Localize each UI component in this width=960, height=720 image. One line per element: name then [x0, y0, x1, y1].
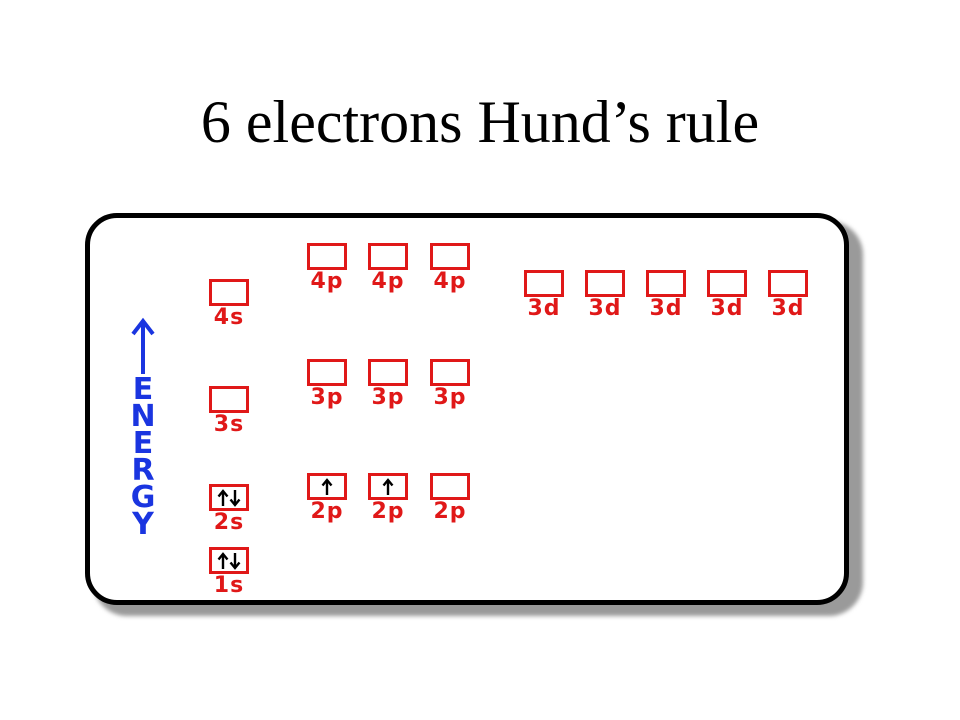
orbital-label: 4p — [371, 269, 405, 294]
energy-arrow-icon — [131, 317, 155, 374]
orbital-label: 4p — [310, 269, 344, 294]
orbital-box — [430, 473, 470, 500]
orbital-label: 3p — [433, 385, 467, 410]
orbital-label: 1s — [213, 573, 245, 598]
orbital-box — [209, 547, 249, 574]
orbital-box — [209, 386, 249, 413]
orbital-3d: 3d — [581, 270, 629, 320]
orbital-label: 4s — [213, 305, 245, 330]
orbital-label: 3p — [371, 385, 405, 410]
energy-axis: E N E R G Y — [128, 316, 158, 566]
energy-letter: Y — [132, 507, 154, 542]
orbital-box — [585, 270, 625, 297]
orbital-label: 3p — [310, 385, 344, 410]
orbital-2p: 2p — [364, 473, 412, 523]
energy-letter: E — [132, 426, 154, 461]
orbital-box — [646, 270, 686, 297]
orbital-box — [307, 473, 347, 500]
arrow-up-icon — [382, 477, 394, 495]
orbital-3d: 3d — [642, 270, 690, 320]
orbital-box — [307, 243, 347, 270]
orbital-4p: 4p — [364, 243, 412, 293]
orbital-1s: 1s — [205, 547, 253, 597]
arrow-up-icon — [217, 551, 229, 569]
orbital-3p: 3p — [303, 359, 351, 409]
orbital-label: 2s — [213, 510, 245, 535]
orbital-4s: 4s — [205, 279, 253, 329]
orbital-label: 4p — [433, 269, 467, 294]
orbital-box — [209, 484, 249, 511]
energy-letter: N — [130, 399, 156, 434]
orbital-label: 3d — [710, 296, 744, 321]
orbital-box — [768, 270, 808, 297]
arrow-down-icon — [229, 489, 241, 507]
orbital-3d: 3d — [764, 270, 812, 320]
energy-letter: G — [130, 480, 156, 515]
orbital-label: 3s — [213, 412, 245, 437]
orbital-3d: 3d — [703, 270, 751, 320]
orbital-box — [368, 473, 408, 500]
orbital-label: 3d — [649, 296, 683, 321]
orbital-label: 3d — [771, 296, 805, 321]
orbital-box — [368, 243, 408, 270]
energy-letter: R — [131, 453, 155, 488]
orbital-2p: 2p — [426, 473, 474, 523]
orbital-box — [430, 243, 470, 270]
orbital-3s: 3s — [205, 386, 253, 436]
orbital-label: 3d — [527, 296, 561, 321]
orbital-box — [707, 270, 747, 297]
slide-title: 6 electrons Hund’s rule — [200, 89, 760, 155]
energy-label: E N E R G Y — [128, 372, 158, 542]
orbital-3d: 3d — [520, 270, 568, 320]
orbital-box — [430, 359, 470, 386]
arrow-up-icon — [321, 477, 333, 495]
orbital-label: 2p — [433, 499, 467, 524]
orbital-4p: 4p — [303, 243, 351, 293]
orbital-label: 2p — [371, 499, 405, 524]
orbital-box — [209, 279, 249, 306]
orbital-box — [307, 359, 347, 386]
arrow-up-icon — [217, 488, 229, 506]
orbital-3p: 3p — [364, 359, 412, 409]
orbital-2p: 2p — [303, 473, 351, 523]
orbital-4p: 4p — [426, 243, 474, 293]
orbital-3p: 3p — [426, 359, 474, 409]
orbital-box — [368, 359, 408, 386]
orbital-box — [524, 270, 564, 297]
orbital-label: 2p — [310, 499, 344, 524]
orbital-2s: 2s — [205, 484, 253, 534]
arrow-down-icon — [229, 552, 241, 570]
orbital-label: 3d — [588, 296, 622, 321]
energy-letter: E — [132, 372, 154, 407]
